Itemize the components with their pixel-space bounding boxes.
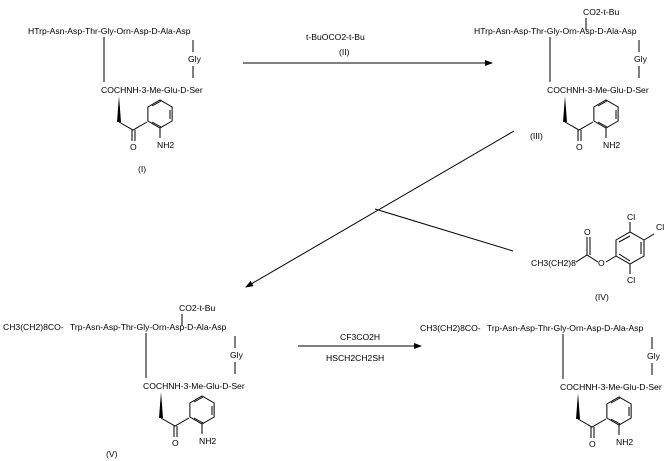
compound-label: (I) [138,164,146,174]
step3-reagent-top: CF3CO2H [340,332,380,342]
ketone-oxygen: O [130,142,137,152]
compound-product: CH3(CH2)8CO- Trp-Asn-Asp-Thr-Gly-Orn-Asp-… [420,323,662,449]
acyl-prefix: CH3(CH2)8CO- [3,322,64,332]
lower-chain: COCHNH-3-Me-Glu-D-Ser [143,381,245,391]
amine-group: NH2 [616,437,633,447]
reagent-IV-cl-2: Cl [656,222,664,232]
side-protecting-group: CO2-t-Bu [179,303,216,313]
wedge-bond [576,393,580,419]
side-protecting-group: CO2-t-Bu [583,7,620,17]
wedge-bond [117,96,121,122]
linker-residue: Gly [230,350,244,360]
amine-group: NH2 [199,436,216,446]
reaction-arrow-step2 [245,130,515,288]
acyl-prefix: CH3(CH2)8CO- [420,323,481,333]
compound-label: (V) [106,449,118,459]
reagent-IV-ester-o: O [598,258,605,268]
peptide-chain: HTrp-Asn-Asp-Thr-Gly-Orn-Asp-D-Ala-Asp [474,26,637,36]
linker-residue: Gly [634,54,648,64]
wedge-bond [159,392,163,418]
benzene-ring [147,99,173,129]
linker-residue: Gly [647,351,661,361]
step1-reagent-label: (II) [339,47,350,57]
ketone-oxygen: O [172,438,179,448]
reagent-IV-label: (IV) [595,292,609,302]
amine-group: NH2 [603,140,620,150]
reagent-IV-chain: CH3(CH2)8 [531,258,576,268]
linker-residue: Gly [188,54,202,64]
compound-I: HTrp-Asn-Asp-Thr-Gly-Orn-Asp-D-Ala-AspGl… [28,26,203,174]
step1-reagent: t-BuOCO2-t-Bu [306,32,365,42]
compound-III: HTrp-Asn-Asp-Thr-Gly-Orn-Asp-D-Ala-AspGl… [474,7,649,152]
peptide-chain: Trp-Asn-Asp-Thr-Gly-Orn-Asp-D-Ala-Asp [70,322,227,332]
benzene-ring [189,395,215,425]
peptide-chain: Trp-Asn-Asp-Thr-Gly-Orn-Asp-D-Ala-Asp [487,323,644,333]
reagent-IV-cl-3: Cl [627,275,635,285]
compound-label: (III) [530,131,543,141]
lower-chain: COCHNH-3-Me-Glu-D-Ser [560,382,662,392]
lower-chain: COCHNH-3-Me-Glu-D-Ser [101,85,203,95]
ketone-oxygen: O [576,142,583,152]
reagent-IV-carbonyl-o: O [584,227,591,237]
lower-chain: COCHNH-3-Me-Glu-D-Ser [547,85,649,95]
reagent-IV-cl-1: Cl [627,212,635,222]
wedge-bond [563,96,567,122]
amine-group: NH2 [157,140,174,150]
ketone-oxygen: O [589,439,596,449]
benzene-ring [593,99,619,129]
compound-V: CH3(CH2)8CO- Trp-Asn-Asp-Thr-Gly-Orn-Asp-… [3,303,245,459]
reagent-branch-line [374,208,514,252]
reagent-IV-structure: CH3(CH2)8 O O Cl Cl Cl (IV) [531,212,664,302]
step3-reagent-bottom: HSCH2CH2SH [326,353,384,363]
peptide-chain: HTrp-Asn-Asp-Thr-Gly-Orn-Asp-D-Ala-Asp [28,26,191,36]
benzene-ring [606,396,632,426]
